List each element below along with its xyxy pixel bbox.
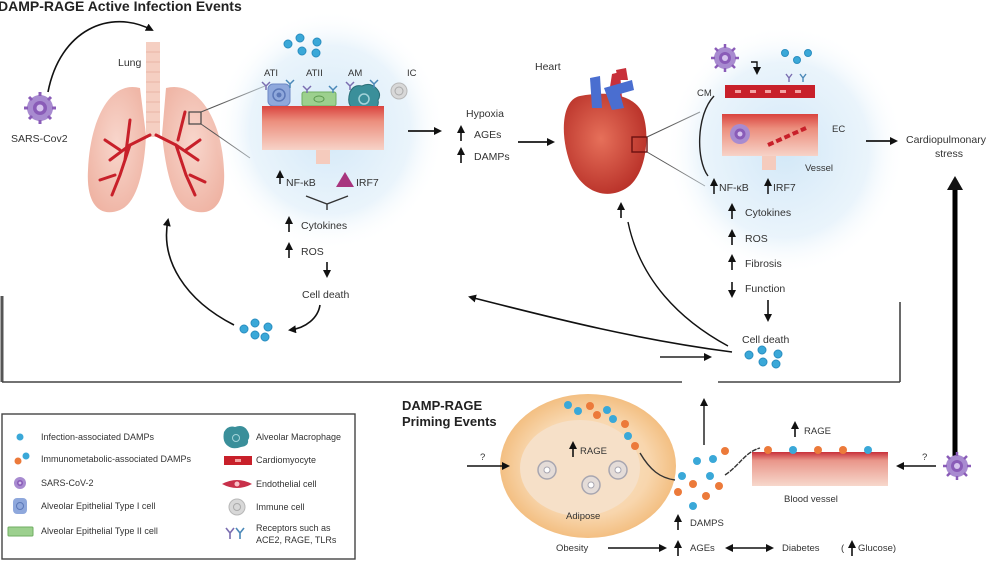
damps-to-lung-arrow (162, 218, 235, 326)
lung-irf7-label: IRF7 (356, 177, 379, 189)
circulating-damps-cluster (674, 447, 729, 510)
adipose-rage-label: RAGE (580, 446, 607, 457)
virus-to-lung-arrow (47, 20, 154, 93)
legend-item: Immune cell (256, 502, 305, 512)
sars-cov2-priming-icon (943, 452, 971, 480)
lung-ros-label: ROS (301, 246, 324, 258)
stress-label: stress (935, 148, 963, 160)
cardiomyocyte-icon (725, 85, 815, 98)
sars-cov2-virus-icon (24, 92, 56, 124)
released-damps-cluster (239, 318, 273, 342)
am-label: AM (348, 68, 362, 79)
ec-label: EC (832, 124, 845, 135)
heart-cytokines-label: Cytokines (745, 207, 791, 219)
priming-title-line1: DAMP-RAGE (402, 398, 482, 413)
heart-irf7-label: IRF7 (773, 182, 796, 194)
legend-macrophage-icon (223, 426, 250, 449)
heart-cell-death-label: Cell death (742, 334, 789, 346)
lung-zoom-box (188, 111, 202, 125)
legend-item: Receptors such as (256, 523, 331, 533)
lung-cell-death-label: Cell death (302, 289, 349, 301)
death-to-damps-arrow (288, 304, 321, 334)
lung-illustration (87, 42, 225, 213)
vessel-rage-label: RAGE (804, 426, 831, 437)
heart-zoom-box (631, 136, 648, 153)
legend-item: Infection-associated DAMPs (41, 432, 155, 442)
lung-cytokines-label: Cytokines (301, 220, 347, 232)
legend-ati-icon (13, 498, 27, 514)
cm-damps (781, 49, 812, 64)
adipose-illustration (500, 394, 676, 538)
legend-immunometabolic-damp-icon (14, 457, 22, 465)
active-infection-title: DAMP-RAGE Active Infection Events (0, 0, 242, 14)
cm-label: CM (697, 88, 712, 99)
priming-ages-label: AGEs (690, 543, 715, 554)
priming-title-line2: Priming Events (402, 414, 497, 429)
ati-cell-icon (261, 79, 295, 107)
heart-illustration (563, 68, 648, 194)
obesity-label: Obesity (556, 543, 588, 554)
heart-label: Heart (535, 61, 561, 73)
adipose-question-mark: ? (480, 452, 485, 463)
legend-item: SARS-CoV-2 (41, 478, 94, 488)
legend-item: Immunometabolic-associated DAMPs (41, 454, 192, 464)
vessel-label: Vessel (805, 163, 833, 174)
vessel-question-mark: ? (922, 452, 927, 463)
legend-item: Alveolar Macrophage (256, 432, 341, 442)
legend-immune-cell-icon (228, 498, 246, 516)
atii-label: ATII (306, 68, 323, 79)
legend-endothelial-icon (222, 480, 252, 488)
legend-atii-icon (7, 526, 34, 537)
legend-item: ACE2, RAGE, TLRs (256, 535, 337, 545)
heart-ros-label: ROS (745, 233, 768, 245)
adipose-rim-damps (564, 401, 639, 450)
ati-label: ATI (264, 68, 278, 79)
legend-cardiomyocyte-icon (224, 456, 252, 465)
section-frame (0, 296, 901, 383)
legend-item: Alveolar Epithelial Type II cell (41, 526, 158, 536)
legend-receptor-icon (225, 527, 245, 539)
lung-nfkb-label: NF-κB (286, 177, 316, 189)
legend-virus-icon (14, 477, 26, 489)
ic-label: IC (407, 68, 417, 79)
glucose-label: Glucose) (858, 543, 896, 554)
adipose-label: Adipose (566, 511, 600, 522)
damps-label: DAMPs (474, 151, 510, 163)
sars-cov2-label: SARS-Cov2 (11, 133, 68, 145)
infection-damps-cluster (283, 33, 322, 58)
cm-vessel-bracket (699, 95, 715, 177)
irf7-triangle-icon (336, 172, 354, 187)
legend-infection-damp-icon (16, 433, 24, 441)
legend-item: Cardiomyocyte (256, 455, 316, 465)
legend-item: Alveolar Epithelial Type I cell (41, 501, 155, 511)
merge-bracket (305, 195, 349, 210)
damps-to-heart-curve (627, 221, 729, 347)
diabetes-label: Diabetes (782, 543, 820, 554)
sars-cov2-cm-icon (711, 44, 739, 72)
heart-released-damps (744, 345, 783, 369)
immune-cell-icon (390, 82, 408, 100)
heart-function-label: Function (745, 283, 785, 295)
heart-nfkb-label: NF-κB (719, 182, 749, 194)
heart-vessel-block (722, 114, 818, 170)
legend-item: Endothelial cell (256, 479, 317, 489)
virus-entry-arrow (751, 61, 761, 75)
glucose-open-paren: ( (841, 543, 845, 554)
ages-label: AGEs (474, 129, 501, 141)
cardiopulmonary-label: Cardiopulmonary (906, 134, 987, 146)
lung-label: Lung (118, 57, 142, 69)
damps-to-lung-return-arrow (468, 294, 733, 353)
blood-vessel-label: Blood vessel (784, 494, 838, 505)
heart-fibrosis-label: Fibrosis (745, 258, 782, 270)
blood-vessel-illustration (752, 446, 888, 486)
atii-cell-icon (301, 85, 338, 107)
priming-damps-label: DAMPS (690, 518, 724, 529)
legend: Infection-associated DAMPs Immunometabol… (1, 413, 356, 560)
hypoxia-label: Hypoxia (466, 108, 504, 120)
lung-tissue-block (262, 106, 384, 164)
